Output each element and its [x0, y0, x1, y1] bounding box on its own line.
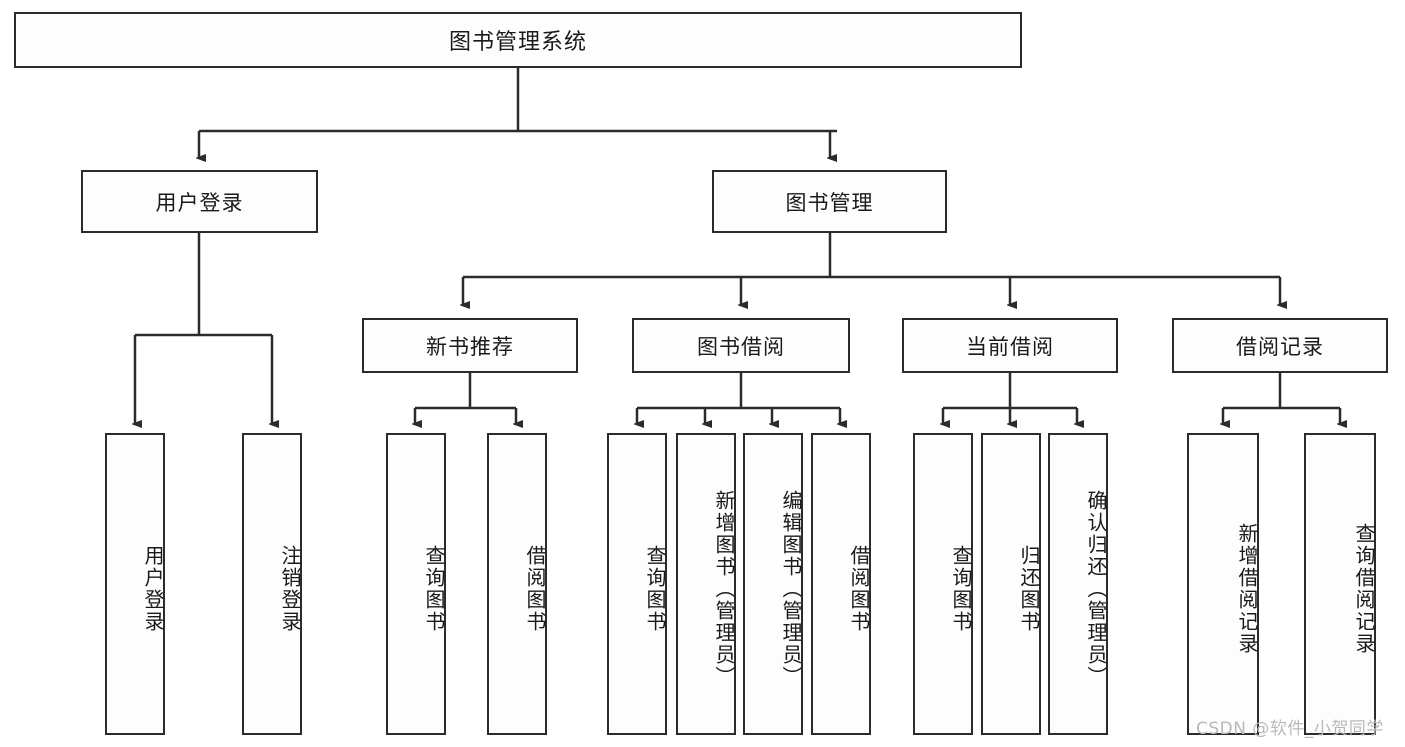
leaf-record-add[interactable]: 新增借阅记录 — [1187, 433, 1259, 735]
node-user-login[interactable]: 用户登录 — [81, 170, 318, 233]
node-current-borrow[interactable]: 当前借阅 — [902, 318, 1118, 373]
leaf-new-book-borrow[interactable]: 借阅图书 — [487, 433, 547, 735]
leaf-borrow-query-book[interactable]: 查询图书 — [607, 433, 667, 735]
node-new-book-recommend[interactable]: 新书推荐 — [362, 318, 578, 373]
leaf-borrow-lend-book[interactable]: 借阅图书 — [811, 433, 871, 735]
node-borrow-record[interactable]: 借阅记录 — [1172, 318, 1388, 373]
node-root-system[interactable]: 图书管理系统 — [14, 12, 1022, 68]
leaf-user-login-signin[interactable]: 用户登录 — [105, 433, 165, 735]
leaf-borrow-add-book[interactable]: 新增图书（管理员） — [676, 433, 736, 735]
leaf-user-login-signout[interactable]: 注销登录 — [242, 433, 302, 735]
leaf-new-book-query[interactable]: 查询图书 — [386, 433, 446, 735]
node-book-borrow[interactable]: 图书借阅 — [632, 318, 850, 373]
leaf-current-confirm-return[interactable]: 确认归还（管理员） — [1048, 433, 1108, 735]
node-book-management[interactable]: 图书管理 — [712, 170, 947, 233]
watermark: CSDN @软件_小贺同学 — [1196, 719, 1384, 739]
leaf-record-query[interactable]: 查询借阅记录 — [1304, 433, 1376, 735]
leaf-borrow-edit-book[interactable]: 编辑图书（管理员） — [743, 433, 803, 735]
leaf-current-return-book[interactable]: 归还图书 — [981, 433, 1041, 735]
leaf-current-query-book[interactable]: 查询图书 — [913, 433, 973, 735]
